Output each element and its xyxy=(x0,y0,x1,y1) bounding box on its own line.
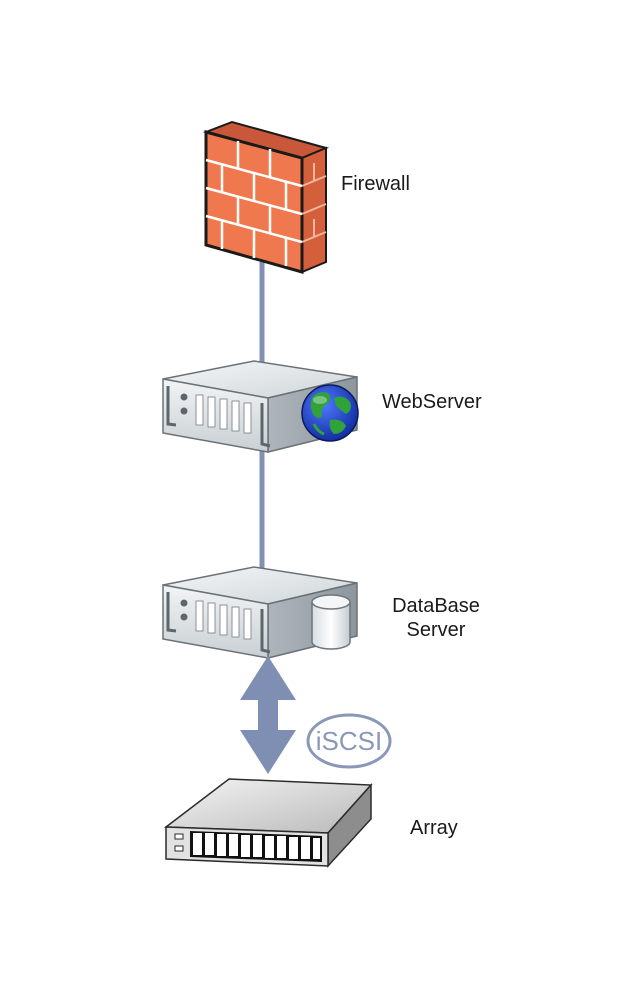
array-label: Array xyxy=(410,817,458,839)
webserver-label: WebServer xyxy=(382,391,482,413)
iscsi-label: iSCSI xyxy=(315,726,383,756)
storage-array-icon xyxy=(163,778,373,868)
globe-icon xyxy=(301,384,359,442)
firewall-icon xyxy=(202,120,330,274)
database-cylinder-icon xyxy=(311,594,351,650)
bidirectional-arrow-icon xyxy=(240,656,296,774)
iscsi-badge-outline xyxy=(306,713,392,769)
dbserver-label-line1: DataBase xyxy=(392,595,480,617)
firewall-label: Firewall xyxy=(341,173,410,195)
dbserver-label: DataBase Server xyxy=(384,594,488,642)
dbserver-label-line2: Server xyxy=(406,619,466,641)
